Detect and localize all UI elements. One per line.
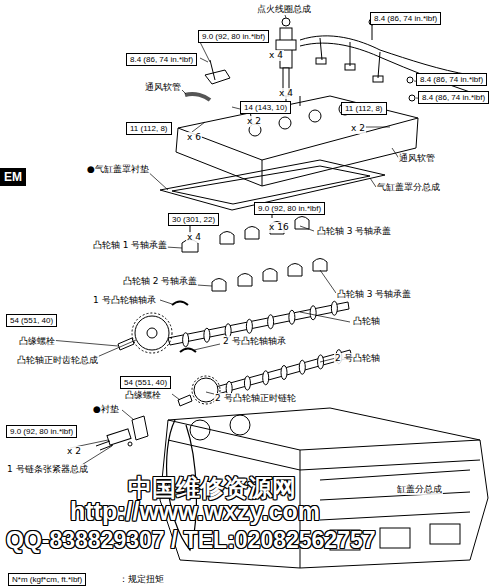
gear-teeth xyxy=(132,313,172,353)
part-label: 凸轮轴 1 号轴承盖 xyxy=(92,240,168,251)
part-label: 凸轮轴 3 号轴承盖 xyxy=(336,289,412,300)
torque-value: 54 (551, 40) xyxy=(10,316,53,325)
torque-value: 11 (112, 8) xyxy=(345,104,383,113)
torque-value: N*m (kgf*cm, ft.*lbf) xyxy=(12,575,82,584)
torque-box: N*m (kgf*cm, ft.*lbf) xyxy=(8,573,86,586)
torque-box: 9.0 (92, 80 in.*lbf) xyxy=(6,425,77,438)
part-label: x 4 xyxy=(186,232,202,243)
part-label: 点火线圈总成 xyxy=(256,4,312,15)
part-label: 2 号凸轮轴 xyxy=(334,353,381,364)
part-label: x 2 xyxy=(246,116,262,127)
torque-value: 9.0 (92, 80 in.*lbf) xyxy=(10,427,73,436)
bearing xyxy=(180,349,196,353)
leader-lines xyxy=(50,15,447,466)
part-label: 1 号链条张紧器总成 xyxy=(6,464,89,475)
part-label: 凸缘螺栓 xyxy=(18,336,56,347)
part-label: x 4 xyxy=(268,50,284,61)
part-label: ●衬垫 xyxy=(92,404,120,415)
torque-box: 8.4 (86, 74 in.*lbf) xyxy=(418,91,489,104)
torque-value: 11 (112, 8) xyxy=(130,124,168,133)
part-label: ：规定扭矩 xyxy=(118,574,165,585)
torque-box: 54 (551, 40) xyxy=(6,314,57,327)
torque-box: 30 (301, 22) xyxy=(168,213,219,226)
part-label: 凸轮轴 xyxy=(352,316,381,327)
part-label: 通风软管 xyxy=(398,153,436,164)
watermark: http://www.wxzy.com xyxy=(70,497,320,526)
torque-value: 14 (143, 10) xyxy=(244,103,287,112)
chain-tensioner xyxy=(96,429,132,450)
torque-box: 54 (551, 40) xyxy=(120,376,171,389)
torque-value: 9.0 (92, 80 in.*lbf) xyxy=(258,204,321,213)
part-label: x 16 xyxy=(268,222,290,233)
tensioner-gasket xyxy=(132,416,148,440)
part-label: 凸轮轴 2 号轴承盖 xyxy=(122,276,198,287)
part-label: 凸轮轴 3 号轴承盖 xyxy=(316,226,392,237)
head-cover xyxy=(176,96,418,186)
torque-box: 8.4 (86, 74 in.*lbf) xyxy=(370,12,441,25)
torque-box: 9.0 (92, 80 in.*lbf) xyxy=(254,202,325,215)
torque-value: 54 (551, 40) xyxy=(124,378,167,387)
timing-gear xyxy=(135,316,169,350)
part-label: ●气缸盖罩衬垫 xyxy=(86,164,150,175)
part-label: 通风软管 xyxy=(144,82,182,93)
camshaft xyxy=(168,301,349,347)
ignition-coil xyxy=(276,18,296,104)
torque-value: 8.4 (86, 74 in.*lbf) xyxy=(422,93,485,102)
torque-box: 14 (143, 10) xyxy=(240,101,291,114)
wire-harness xyxy=(300,19,470,101)
torque-box: 9.0 (92, 80 in.*lbf) xyxy=(198,30,269,43)
part-label: 凸轮轴正时齿轮总成 xyxy=(16,355,99,366)
flange-bolt xyxy=(178,395,192,406)
part-label: 缸盖分总成 xyxy=(396,484,443,495)
torque-box: 8.4 (86, 74 in.*lbf) xyxy=(416,73,487,86)
part-label: 2 号凸轮轴正时链轮 xyxy=(214,393,297,404)
section-tab: EM xyxy=(0,168,26,186)
torque-value: 8.4 (86, 74 in.*lbf) xyxy=(130,55,193,64)
part-label: 1 号凸轮轴轴承 xyxy=(92,295,157,306)
part-label: 2 号凸轮轴轴承 xyxy=(222,336,287,347)
hose xyxy=(185,94,210,100)
torque-value: 8.4 (86, 74 in.*lbf) xyxy=(420,75,483,84)
part-label: x 2 xyxy=(66,446,82,457)
torque-box: 11 (112, 8) xyxy=(126,122,172,135)
part-label: x 2 xyxy=(350,123,366,134)
torque-box: 11 (112, 8) xyxy=(341,102,387,115)
torque-value: 8.4 (86, 74 in.*lbf) xyxy=(374,14,437,23)
part-label: 气缸盖罩分总成 xyxy=(376,182,441,193)
watermark: QQ-838829307 / TEL:02082562757 xyxy=(6,527,376,554)
part-label: x 6 xyxy=(186,132,202,143)
torque-box: 8.4 (86, 74 in.*lbf) xyxy=(126,53,197,66)
bearing xyxy=(172,302,188,306)
torque-value: 9.0 (92, 80 in.*lbf) xyxy=(202,32,265,41)
camshaft-2 xyxy=(212,350,352,396)
torque-value: 30 (301, 22) xyxy=(172,215,215,224)
part-label: 凸缘螺栓 xyxy=(124,390,162,401)
part-label: x 4 xyxy=(278,88,294,99)
section-code: EM xyxy=(4,170,22,184)
bracket xyxy=(205,60,230,84)
